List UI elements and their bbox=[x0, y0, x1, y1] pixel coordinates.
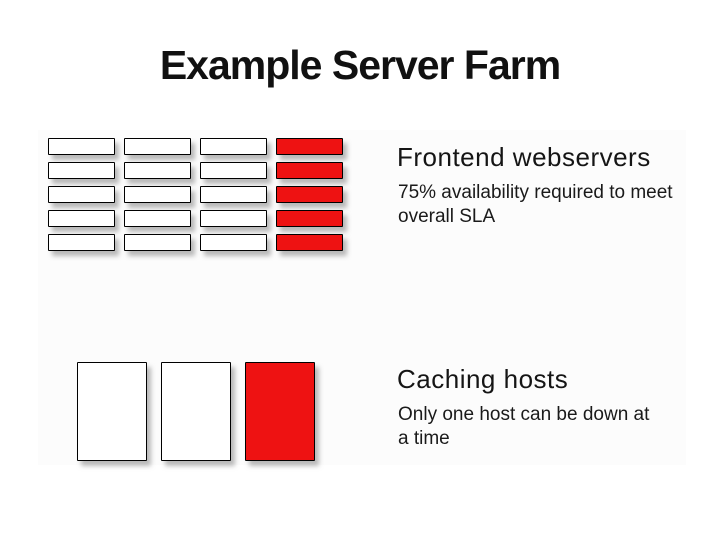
frontend-note-line-1: 75% availability required to meet bbox=[398, 182, 673, 203]
caching-note-line-2: a time bbox=[398, 428, 450, 449]
frontend-server-up bbox=[124, 162, 191, 179]
frontend-server-up bbox=[124, 210, 191, 227]
frontend-server-down bbox=[276, 138, 343, 155]
caching-note: Only one host can be down at a time bbox=[398, 403, 649, 451]
frontend-server-grid bbox=[48, 138, 343, 251]
frontend-server-up bbox=[200, 186, 267, 203]
frontend-server-up bbox=[200, 138, 267, 155]
frontend-server-up bbox=[200, 210, 267, 227]
frontend-note: 75% availability required to meet overal… bbox=[398, 181, 673, 229]
frontend-server-down bbox=[276, 162, 343, 179]
caching-host-down bbox=[245, 362, 315, 461]
frontend-heading: Frontend webservers bbox=[397, 142, 651, 172]
frontend-server-up bbox=[124, 186, 191, 203]
server-farm-figure: Frontend webservers 75% availability req… bbox=[38, 130, 686, 465]
frontend-server-up bbox=[200, 162, 267, 179]
slide-title: Example Server Farm bbox=[159, 42, 561, 88]
caching-host-up bbox=[161, 362, 231, 461]
frontend-note-line-2: overall SLA bbox=[398, 206, 496, 227]
caching-note-line-1: Only one host can be down at bbox=[398, 404, 650, 425]
frontend-server-down bbox=[276, 210, 343, 227]
frontend-server-up bbox=[48, 186, 115, 203]
frontend-server-down bbox=[276, 186, 343, 203]
frontend-server-up bbox=[200, 234, 267, 251]
frontend-server-up bbox=[48, 162, 115, 179]
frontend-server-down bbox=[276, 234, 343, 251]
frontend-server-up bbox=[48, 234, 115, 251]
frontend-server-up bbox=[124, 138, 191, 155]
caching-hosts-row bbox=[77, 362, 315, 461]
frontend-server-up bbox=[48, 210, 115, 227]
caching-heading: Caching hosts bbox=[397, 364, 569, 394]
caching-host-up bbox=[77, 362, 147, 461]
frontend-server-up bbox=[124, 234, 191, 251]
frontend-server-up bbox=[48, 138, 115, 155]
